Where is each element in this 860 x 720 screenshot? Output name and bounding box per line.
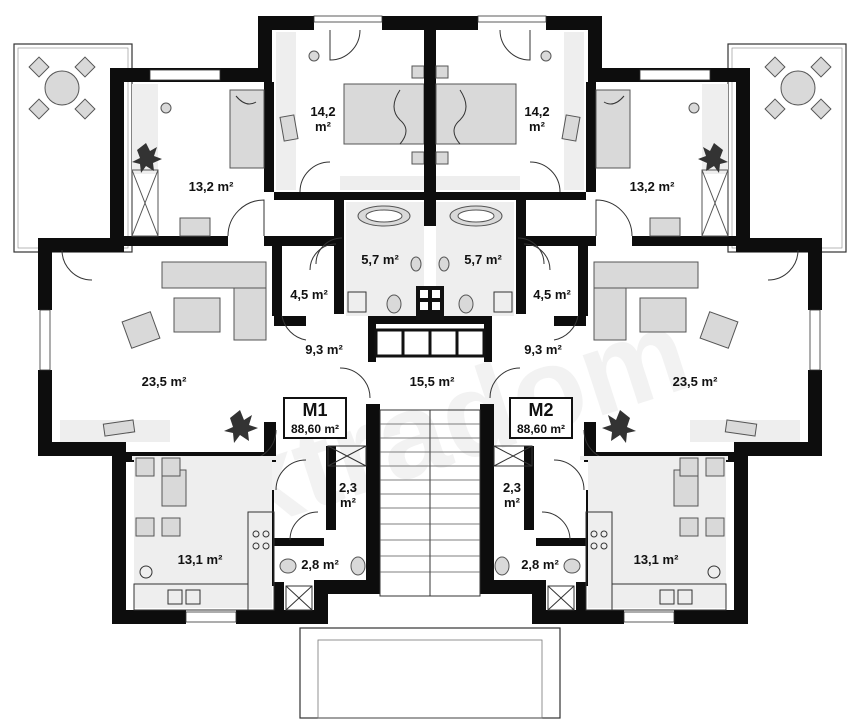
room-area-label: 23,5 m² xyxy=(142,374,187,389)
room-area-label: 2,8 m² xyxy=(521,557,559,572)
sofa xyxy=(161,261,267,289)
room-area-label: 13,1 m² xyxy=(178,552,223,567)
entry-door-swing xyxy=(329,29,361,61)
room-area-label: 4,5 m² xyxy=(290,287,328,302)
apartment-name: M2 xyxy=(528,400,553,420)
apartment-label-m1: M1 88,60 m² xyxy=(283,397,347,439)
room-area-label: 5,7 m² xyxy=(361,252,399,267)
apartment-label-m2: M2 88,60 m² xyxy=(509,397,573,439)
shared-core xyxy=(299,286,561,719)
room-area-label: 23,5 m² xyxy=(673,374,718,389)
armchair xyxy=(121,311,161,349)
desk-chair xyxy=(179,217,211,237)
room-area-label: 13,2 m² xyxy=(189,179,234,194)
room-area-label: 13,1 m² xyxy=(634,552,679,567)
room-area-label: 4,5 m² xyxy=(533,287,571,302)
kitchen-counter xyxy=(247,511,275,611)
entrance-canopy xyxy=(299,627,561,719)
apartment-half-left xyxy=(13,15,436,624)
coffee-table xyxy=(173,297,221,333)
room-area-label: 15,5 m² xyxy=(410,374,455,389)
terrace-table xyxy=(44,70,80,106)
room-area-label: 5,7 m² xyxy=(464,252,502,267)
double-bed xyxy=(343,83,425,145)
single-bed xyxy=(229,89,265,169)
toilet xyxy=(279,558,297,574)
apartment-name: M1 xyxy=(302,400,327,420)
room-area-label: 13,2 m² xyxy=(630,179,675,194)
room-area-label: 9,3 m² xyxy=(524,342,562,357)
room-area-label: 9,3 m² xyxy=(305,342,343,357)
apartment-area: 88,60 m² xyxy=(291,422,339,436)
apartment-area: 88,60 m² xyxy=(517,422,565,436)
room-area-label: 2,8 m² xyxy=(301,557,339,572)
